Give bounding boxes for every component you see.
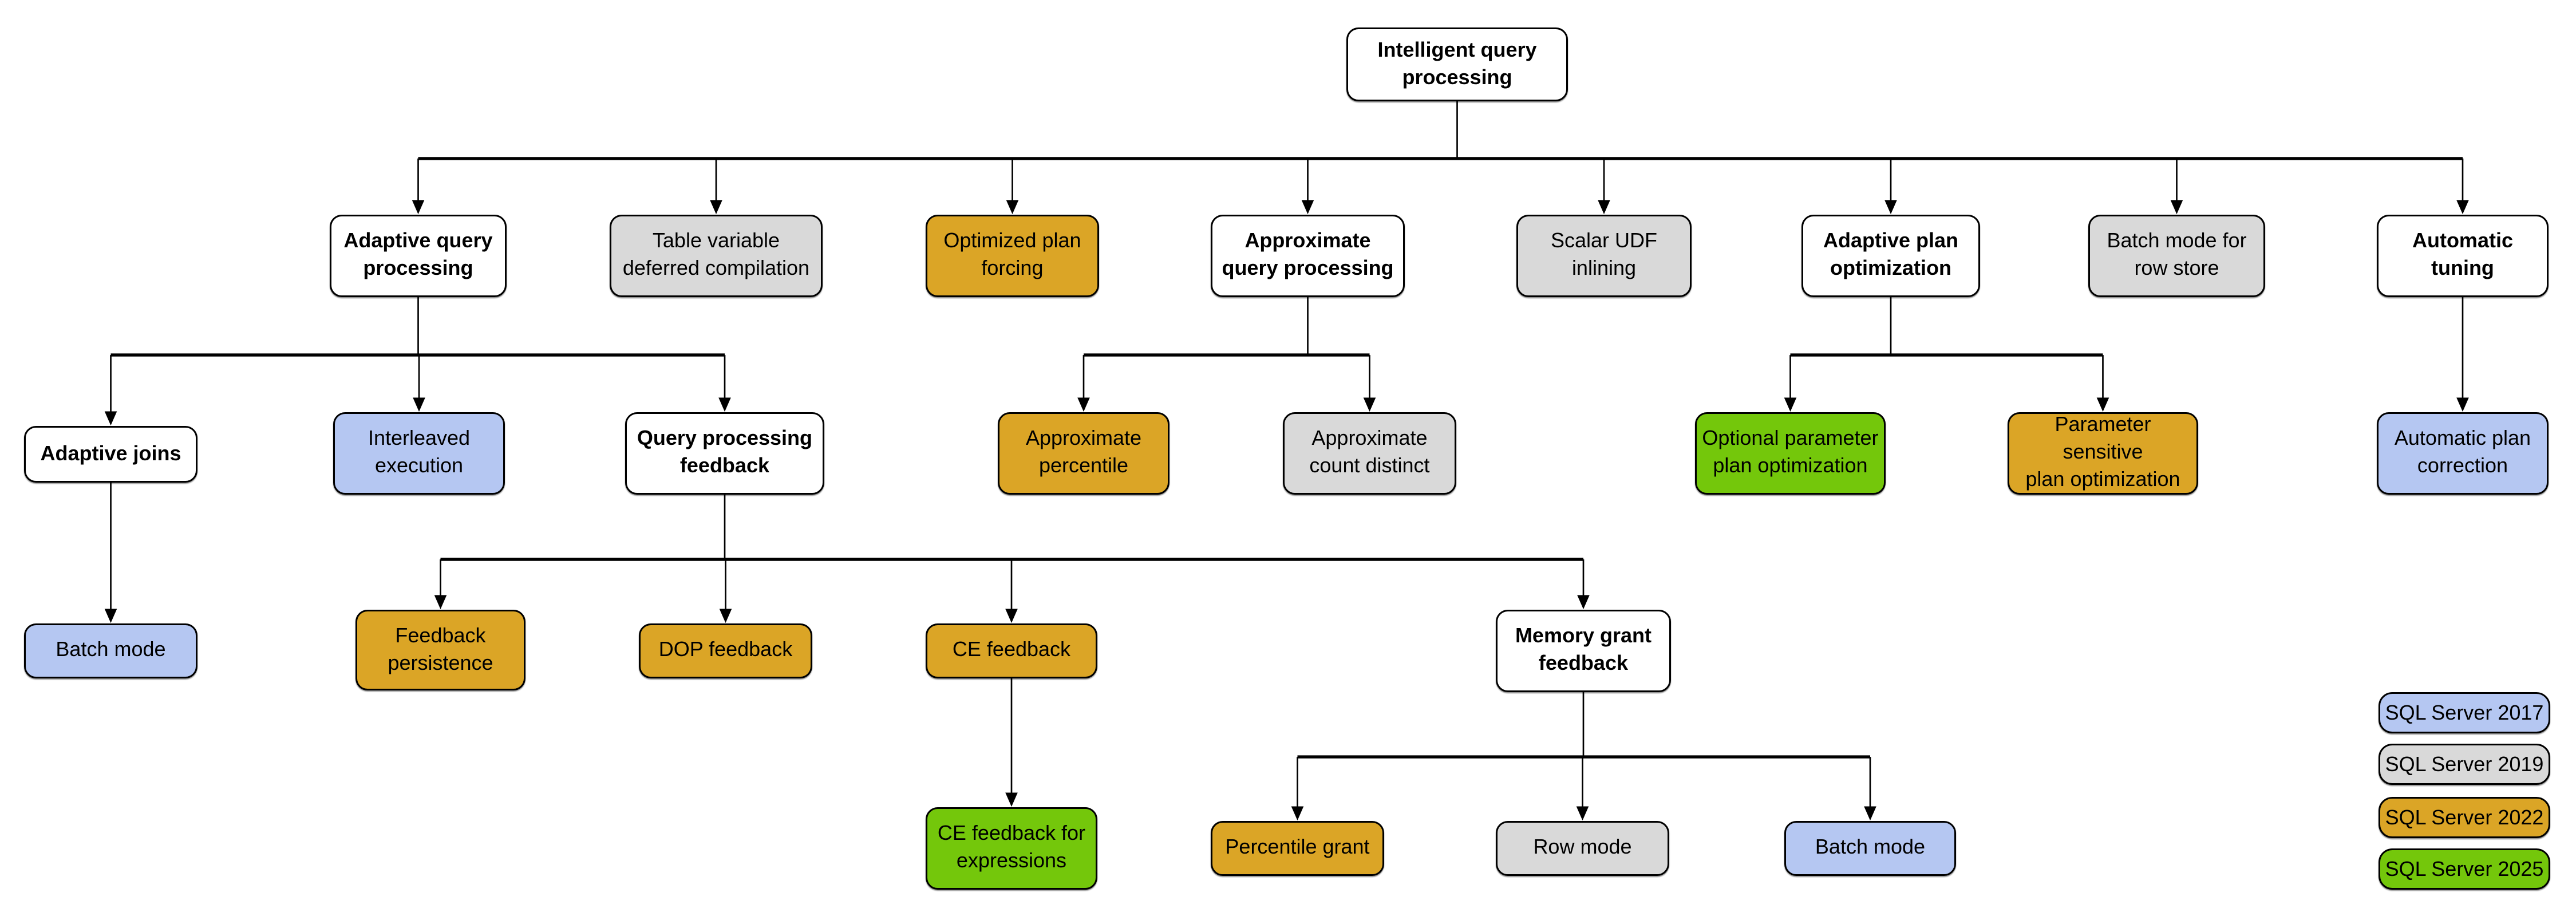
node-automatic-plan-correction: Automatic plan correction <box>2377 412 2549 495</box>
legend-item-sql-server-2017: SQL Server 2017 <box>2379 692 2550 733</box>
arrowhead <box>1363 397 1376 412</box>
arrowhead <box>1301 200 1314 215</box>
arrowhead <box>104 411 117 426</box>
arrowhead <box>413 397 425 412</box>
node-batch-mode: Batch mode <box>1784 821 1956 876</box>
legend-item-sql-server-2025: SQL Server 2025 <box>2379 848 2550 890</box>
arrowhead <box>1577 595 1590 610</box>
node-approximate-query-processing: Approximate query processing <box>1211 215 1405 297</box>
arrowhead <box>1784 397 1797 412</box>
node-interleaved-execution: Interleaved execution <box>333 412 505 495</box>
node-ce-feedback: CE feedback <box>926 623 1097 678</box>
arrowhead <box>2096 397 2109 412</box>
node-batch-mode: Batch mode <box>24 623 197 678</box>
arrowhead <box>412 200 425 215</box>
node-adaptive-query-processing: Adaptive query processing <box>330 215 507 297</box>
arrowhead <box>1077 397 1090 412</box>
node-adaptive-plan-optimization: Adaptive plan optimization <box>1801 215 1980 297</box>
arrowhead <box>719 609 732 623</box>
node-feedback-persistence: Feedback persistence <box>355 610 526 690</box>
node-ce-feedback-for-expressions: CE feedback for expressions <box>926 807 1097 890</box>
node-query-processing-feedback: Query processing feedback <box>625 412 824 495</box>
arrowhead <box>434 595 447 610</box>
node-scalar-udf-inlining: Scalar UDF inlining <box>1516 215 1692 297</box>
legend-item-sql-server-2022: SQL Server 2022 <box>2379 796 2550 838</box>
node-approximate-percentile: Approximate percentile <box>998 412 1170 495</box>
node-approximate-count-distinct: Approximate count distinct <box>1283 412 1456 495</box>
arrowhead <box>1598 200 1610 215</box>
arrowhead <box>1864 806 1876 821</box>
arrowhead <box>710 200 722 215</box>
arrowhead <box>1884 200 1897 215</box>
arrowhead <box>1576 806 1589 821</box>
arrowhead <box>104 609 117 623</box>
arrowhead <box>2456 397 2469 412</box>
arrowhead <box>1006 200 1019 215</box>
arrowhead <box>2456 200 2469 215</box>
node-parameter-sensitive-plan-optimization: Parameter sensitive plan optimization <box>2008 412 2198 495</box>
arrowhead <box>2170 200 2183 215</box>
node-batch-mode-for-row-store: Batch mode for row store <box>2088 215 2265 297</box>
node-percentile-grant: Percentile grant <box>1211 821 1384 876</box>
arrowhead <box>1291 806 1304 821</box>
node-automatic-tuning: Automatic tuning <box>2377 215 2549 297</box>
arrowhead <box>718 397 731 412</box>
legend-item-sql-server-2019: SQL Server 2019 <box>2379 744 2550 785</box>
node-intelligent-query-processing: Intelligent query processing <box>1346 27 1568 101</box>
node-optimized-plan-forcing: Optimized plan forcing <box>926 215 1099 297</box>
node-memory-grant-feedback: Memory grant feedback <box>1496 610 1671 692</box>
node-adaptive-joins: Adaptive joins <box>24 426 197 483</box>
arrowhead <box>1005 792 1018 807</box>
node-optional-parameter-plan-optimization: Optional parameter plan optimization <box>1695 412 1886 495</box>
node-dop-feedback: DOP feedback <box>639 623 812 678</box>
node-table-variable-deferred-compilation: Table variable deferred compilation <box>610 215 823 297</box>
arrowhead <box>1005 609 1018 623</box>
node-row-mode: Row mode <box>1496 821 1669 876</box>
